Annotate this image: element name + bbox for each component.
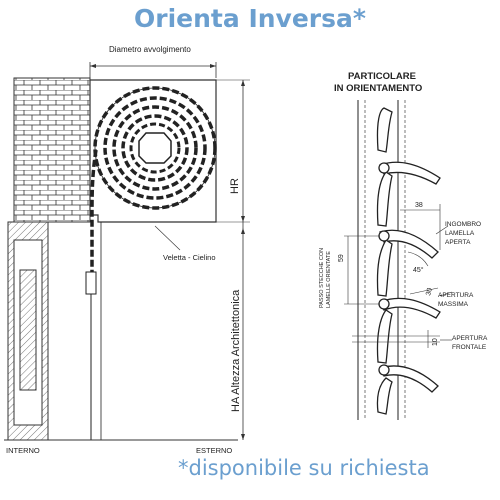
veletta-label: Veletta - Cielino — [163, 253, 216, 262]
massima-label-1: APERTURA — [438, 292, 474, 299]
detail-title-1: PARTICOLARE — [348, 71, 416, 82]
passo-label-2: LAMELLE ORIENTATE — [326, 251, 332, 308]
descending-slats — [85, 149, 102, 440]
brick-wall — [13, 77, 91, 223]
dim-10: 10 — [432, 338, 439, 346]
availability-note: *disponibile su richiesta — [178, 456, 430, 480]
ingombro-label-2: LAMELLA — [445, 230, 475, 237]
interno-label: INTERNO — [6, 446, 40, 455]
dim-45: 45° — [413, 266, 424, 274]
rolled-slats — [93, 86, 217, 210]
frontale-label-2: FRONTALE — [452, 344, 487, 351]
window-frame — [7, 221, 88, 441]
ingombro-label-3: APERTA — [445, 239, 471, 246]
ingombro-label-1: INGOMBRO — [445, 221, 481, 228]
dim-38: 38 — [415, 202, 423, 209]
ha-label: HA Altezza Architettonica — [230, 289, 242, 412]
massima-label-2: MASSIMA — [438, 301, 469, 308]
detail-dimensions — [344, 204, 453, 348]
dim-30: 30 — [425, 287, 434, 296]
page-title: Orienta Inversa* — [134, 4, 366, 33]
detail-title-2: IN ORIENTAMENTO — [334, 83, 422, 94]
esterno-label: ESTERNO — [196, 446, 232, 455]
axle-octagon — [138, 132, 172, 164]
passo-label-1: PASSO STECCHE CON — [319, 248, 325, 308]
dim-59: 59 — [338, 254, 345, 262]
diametro-label: Diametro avvolgimento — [109, 45, 191, 54]
hr-label: HR — [229, 178, 241, 194]
slat-detail — [357, 100, 441, 420]
frontale-label-1: APERTURA — [452, 335, 488, 342]
